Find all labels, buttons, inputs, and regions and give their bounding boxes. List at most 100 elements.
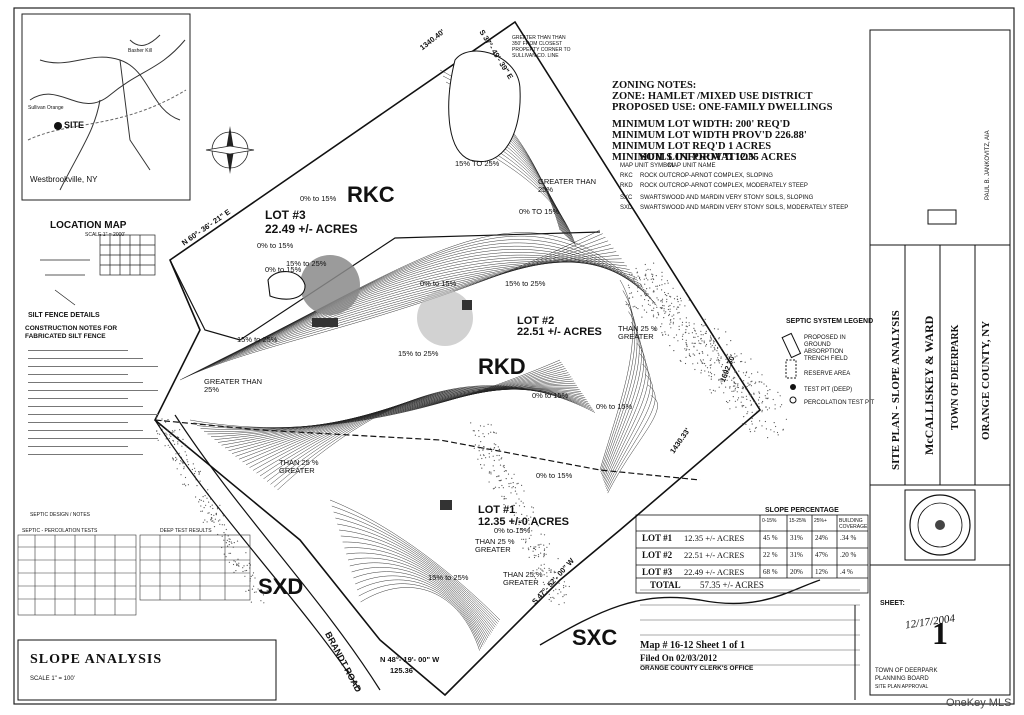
north-arrow-icon bbox=[205, 126, 255, 174]
stipple-dot bbox=[227, 535, 229, 537]
soil-name: ROCK OUTCROP-ARNOT COMPLEX, MODERATELY S… bbox=[640, 183, 808, 189]
stipple-dot bbox=[767, 390, 769, 392]
stipple-dot bbox=[766, 409, 769, 411]
stipple-dot bbox=[673, 298, 676, 300]
stipple-dot bbox=[751, 417, 753, 419]
stipple-dot bbox=[685, 325, 687, 327]
stipple-dot bbox=[501, 457, 503, 459]
stipple-dot bbox=[522, 547, 524, 549]
stipple-dot bbox=[750, 403, 753, 405]
stipple-dot bbox=[503, 466, 505, 469]
stipple-dot bbox=[216, 508, 219, 510]
stipple-dot bbox=[698, 340, 700, 342]
stipple-dot bbox=[659, 307, 662, 309]
contour-line bbox=[602, 321, 642, 479]
stipple-dot bbox=[483, 448, 485, 450]
contour-line bbox=[478, 147, 576, 246]
stipple-dot bbox=[716, 350, 718, 352]
stipple-dot bbox=[707, 354, 709, 356]
stipple-dot bbox=[652, 301, 655, 303]
stipple-dot bbox=[663, 308, 665, 310]
stipple-dot bbox=[709, 359, 711, 361]
stipple-dot bbox=[538, 544, 540, 546]
stipple-dot bbox=[710, 373, 713, 375]
stipple-dot bbox=[200, 499, 202, 501]
stipple-dot bbox=[710, 392, 713, 394]
sheet-number: 1 bbox=[932, 615, 948, 651]
stipple-dot bbox=[497, 475, 499, 477]
title-block-frame bbox=[869, 29, 1011, 696]
stipple-dot bbox=[515, 502, 517, 504]
stipple-dot bbox=[493, 470, 495, 472]
stipple-dot bbox=[651, 309, 653, 311]
stipple-dot bbox=[732, 378, 734, 380]
stipple-dot bbox=[503, 470, 505, 472]
contour-line bbox=[603, 342, 647, 483]
stipple-dot bbox=[515, 523, 517, 525]
stipple-dot bbox=[725, 372, 727, 375]
stipple-dot bbox=[705, 343, 708, 346]
stipple-dot bbox=[734, 389, 736, 391]
stipple-dot bbox=[473, 447, 475, 449]
stipple-dot bbox=[178, 452, 180, 454]
note-line bbox=[28, 390, 158, 391]
stipple-dot bbox=[764, 420, 767, 423]
stipple-dot bbox=[656, 285, 659, 287]
stipple-dot bbox=[243, 565, 245, 567]
slope-row-cell: 47% bbox=[815, 551, 828, 559]
stipple-dot bbox=[653, 290, 655, 292]
stipple-dot bbox=[209, 506, 211, 508]
stipple-dot bbox=[242, 567, 244, 569]
stipple-dot bbox=[680, 360, 682, 362]
slope-label-s16: 0% to 15% bbox=[536, 471, 573, 480]
stipple-dot bbox=[528, 523, 530, 525]
soil-name: ROCK OUTCROP-ARNOT COMPLEX, SLOPING bbox=[640, 173, 773, 179]
stipple-dot bbox=[738, 370, 740, 372]
stipple-dot bbox=[654, 302, 656, 304]
stipple-dot bbox=[530, 534, 532, 536]
stipple-dot bbox=[481, 447, 483, 449]
stipple-dot bbox=[208, 512, 210, 514]
stipple-dot bbox=[741, 396, 743, 398]
stipple-dot bbox=[726, 362, 728, 364]
slope-label-s10: 15% to 25% bbox=[505, 279, 546, 288]
stipple-dot bbox=[754, 401, 756, 404]
stipple-dot bbox=[637, 275, 639, 277]
soil-boundary-stipple bbox=[156, 262, 788, 606]
soil-symbol: SXD bbox=[620, 205, 633, 211]
stipple-dot bbox=[548, 567, 550, 570]
slope-label-s18: THAN 25 % GREATER bbox=[475, 537, 515, 554]
contour-line bbox=[353, 571, 485, 644]
stipple-dot bbox=[486, 448, 488, 450]
stipple-dot bbox=[553, 590, 555, 592]
stipple-dot bbox=[537, 525, 539, 527]
contour-line bbox=[601, 311, 640, 477]
stipple-dot bbox=[754, 430, 756, 432]
stipple-dot bbox=[651, 275, 654, 278]
stipple-dot bbox=[492, 465, 494, 467]
stipple-dot bbox=[518, 521, 520, 523]
stipple-dot bbox=[510, 492, 512, 494]
stipple-dot bbox=[737, 383, 739, 385]
brandt-road bbox=[154, 419, 361, 691]
stipple-dot bbox=[776, 431, 779, 434]
stipple-dot bbox=[765, 406, 767, 408]
stipple-dot bbox=[700, 330, 702, 332]
stipple-dot bbox=[244, 575, 246, 577]
stipple-dot bbox=[650, 278, 652, 280]
stipple-dot bbox=[260, 600, 262, 602]
stipple-dot bbox=[645, 295, 647, 297]
stipple-dot bbox=[546, 546, 548, 549]
stipple-dot bbox=[543, 552, 545, 555]
slope-label-s9: 0% to 15% bbox=[420, 279, 457, 288]
slope-col-header: 25%+ bbox=[814, 518, 827, 524]
stipple-dot bbox=[493, 447, 496, 449]
stipple-dot bbox=[228, 561, 230, 563]
stipple-dot bbox=[565, 585, 567, 587]
stipple-dot bbox=[492, 455, 494, 457]
contour-line bbox=[231, 384, 577, 454]
zoning-use: PROPOSED USE: ONE-FAMILY DWELLINGS bbox=[612, 102, 833, 113]
stipple-dot bbox=[503, 504, 505, 506]
